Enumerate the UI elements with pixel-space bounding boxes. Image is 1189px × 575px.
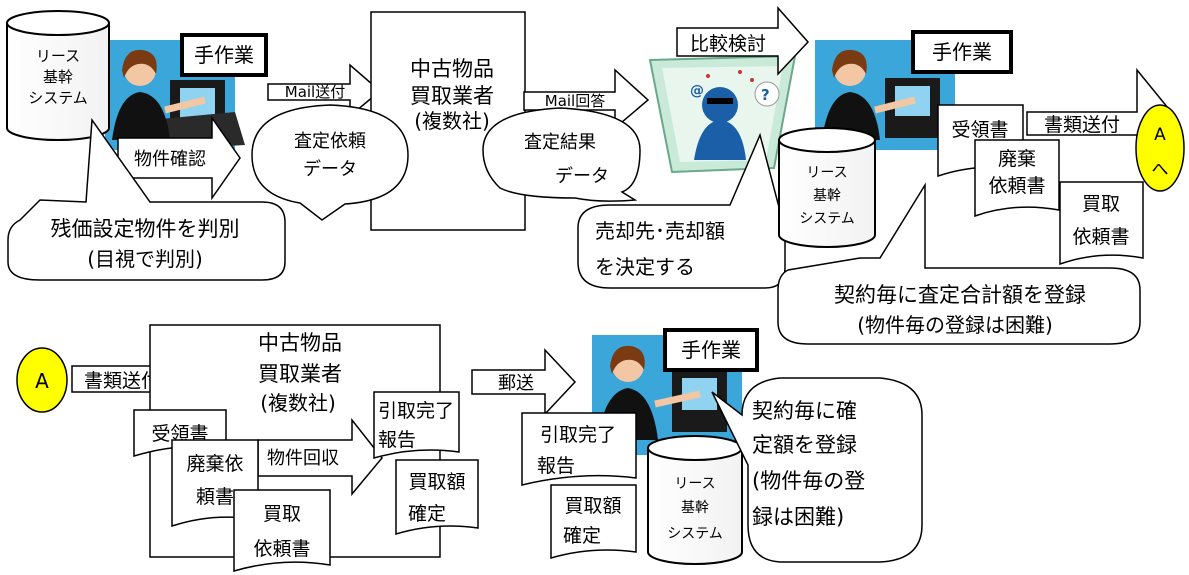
lease-system-cylinder-2: リース 基幹 システム [778,127,876,248]
svg-text:受領書: 受領書 [951,119,1008,141]
manual-work-label-3: 手作業 [663,328,759,372]
svg-text:データ: データ [303,159,357,180]
at-icon: @ [690,83,704,99]
system1-line2: 基幹 [43,68,73,86]
svg-text:Mail送付: Mail送付 [285,83,345,101]
svg-text:物件確認: 物件確認 [134,149,206,170]
svg-text:データ: データ [555,166,609,187]
purchase-request-document-bottom: 買取 依頼書 [233,489,331,572]
lease-system-cylinder-1: リース 基幹 システム [6,10,110,141]
svg-text:(物件毎の登録は困難): (物件毎の登録は困難) [857,313,1053,337]
svg-text:確定: 確定 [408,503,446,525]
svg-text:を決定する: を決定する [595,255,695,279]
check-items-arrow: 物件確認 [117,115,241,201]
svg-text:A: A [1154,125,1166,145]
svg-text:比較検討: 比較検討 [690,33,766,55]
svg-text:残価設定物件を判別: 残価設定物件を判別 [51,217,240,241]
manual-work-label-2: 手作業 [911,30,1013,74]
svg-text:書類送付: 書類送付 [1044,114,1120,136]
mail-reply-arrow: Mail回答 [523,68,650,130]
svg-text:中古物品: 中古物品 [410,57,494,81]
svg-text:査定結果: 査定結果 [524,132,596,153]
svg-text:リース: リース [806,165,847,181]
svg-text:A: A [35,369,49,393]
svg-text:依頼書: 依頼書 [988,175,1045,197]
vendor-box-top: 中古物品 買取業者 (複数社) [370,11,526,231]
svg-text:物件回収: 物件回収 [267,448,339,469]
svg-text:買取額: 買取額 [564,495,621,517]
svg-text:依頼書: 依頼書 [1072,226,1129,248]
purchase-amount-document: 買取額 確定 [395,459,479,536]
disposal-request-document-top: 廃棄 依頼書 [974,139,1060,218]
svg-text:査定依頼: 査定依頼 [294,131,366,152]
residual-value-callout: 残価設定物件を判別 (目視で判別) [7,117,286,281]
svg-text:郵送: 郵送 [498,373,534,394]
svg-text:買取: 買取 [263,503,301,525]
svg-text:基幹: 基幹 [813,187,841,204]
svg-text:引取完了: 引取完了 [540,424,616,446]
assessment-result-bubble: 査定結果 データ [482,107,641,202]
svg-text:廃棄: 廃棄 [998,148,1036,170]
svg-text:基幹: 基幹 [681,499,709,516]
svg-text:確定: 確定 [563,525,601,547]
system1-line1: リース [36,47,80,65]
comparison-clipart: @ ? [648,54,797,174]
mail-send-arrow: Mail送付 [267,63,382,118]
mail-arrow: 郵送 [471,348,577,416]
svg-text:契約毎に確: 契約毎に確 [752,399,857,423]
lease-system-cylinder-3: リース 基幹 システム [647,435,743,565]
svg-text:へ: へ [1152,160,1169,180]
svg-text:契約毎に査定合計額を登録: 契約毎に査定合計額を登録 [834,283,1086,307]
svg-text:売却先･売却額: 売却先･売却額 [595,219,725,243]
svg-text:システム: システム [799,211,855,227]
svg-text:リース: リース [674,476,715,492]
compare-arrow: 比較検討 [676,6,810,76]
svg-text:手作業: 手作業 [932,40,992,64]
connector-to-a: A へ [1135,104,1185,192]
svg-text:(物件毎の登: (物件毎の登 [752,469,865,493]
svg-text:中古物品: 中古物品 [258,331,342,355]
system1-line3: システム [28,89,88,107]
connector-a: A [16,347,68,413]
svg-text:手作業: 手作業 [681,338,741,362]
pickup-report-document: 引取完了 報告 [373,391,460,459]
svg-text:依頼書: 依頼書 [253,538,310,560]
svg-text:買取業者: 買取業者 [258,362,342,386]
purchase-amount-document-2: 買取額 確定 [550,484,637,560]
decide-sale-callout: 売却先･売却額 を決定する [577,132,786,289]
purchase-request-document-top: 買取 依頼書 [1059,181,1144,266]
svg-text:定額を登録: 定額を登録 [752,433,857,457]
svg-text:システム: システム [667,526,723,542]
svg-text:録は困難): 録は困難) [752,505,844,529]
register-assessment-callout: 契約毎に査定合計額を登録 (物件毎の登録は困難) [777,182,1141,345]
svg-text:Mail回答: Mail回答 [545,92,605,110]
pickup-report-document-2: 引取完了 報告 [521,412,637,486]
svg-text:書類送付: 書類送付 [84,370,160,392]
svg-text:(複数社): (複数社) [414,109,490,133]
svg-text:頼書: 頼書 [196,486,234,508]
svg-text:(複数社): (複数社) [260,391,336,415]
register-confirmed-callout: 契約毎に確 定額を登録 (物件毎の登 録は困難) [711,377,923,563]
assessment-request-bubble: 査定依頼 データ [251,104,409,221]
svg-text:報告: 報告 [537,455,575,477]
svg-text:報告: 報告 [378,429,416,451]
svg-text:買取業者: 買取業者 [410,84,494,108]
svg-text:廃棄依: 廃棄依 [186,453,243,475]
question-icon: ? [761,86,770,104]
collect-items-arrow: 物件回収 [257,417,383,497]
disposal-request-document-bottom: 廃棄依 頼書 [171,439,259,528]
svg-text:買取: 買取 [1082,193,1120,215]
svg-text:引取完了: 引取完了 [378,400,454,422]
svg-text:手作業: 手作業 [194,43,254,67]
manual-work-label-1: 手作業 [180,33,268,77]
svg-text:買取額: 買取額 [408,471,465,493]
svg-text:(目視で判別): (目視で判別) [87,247,203,271]
